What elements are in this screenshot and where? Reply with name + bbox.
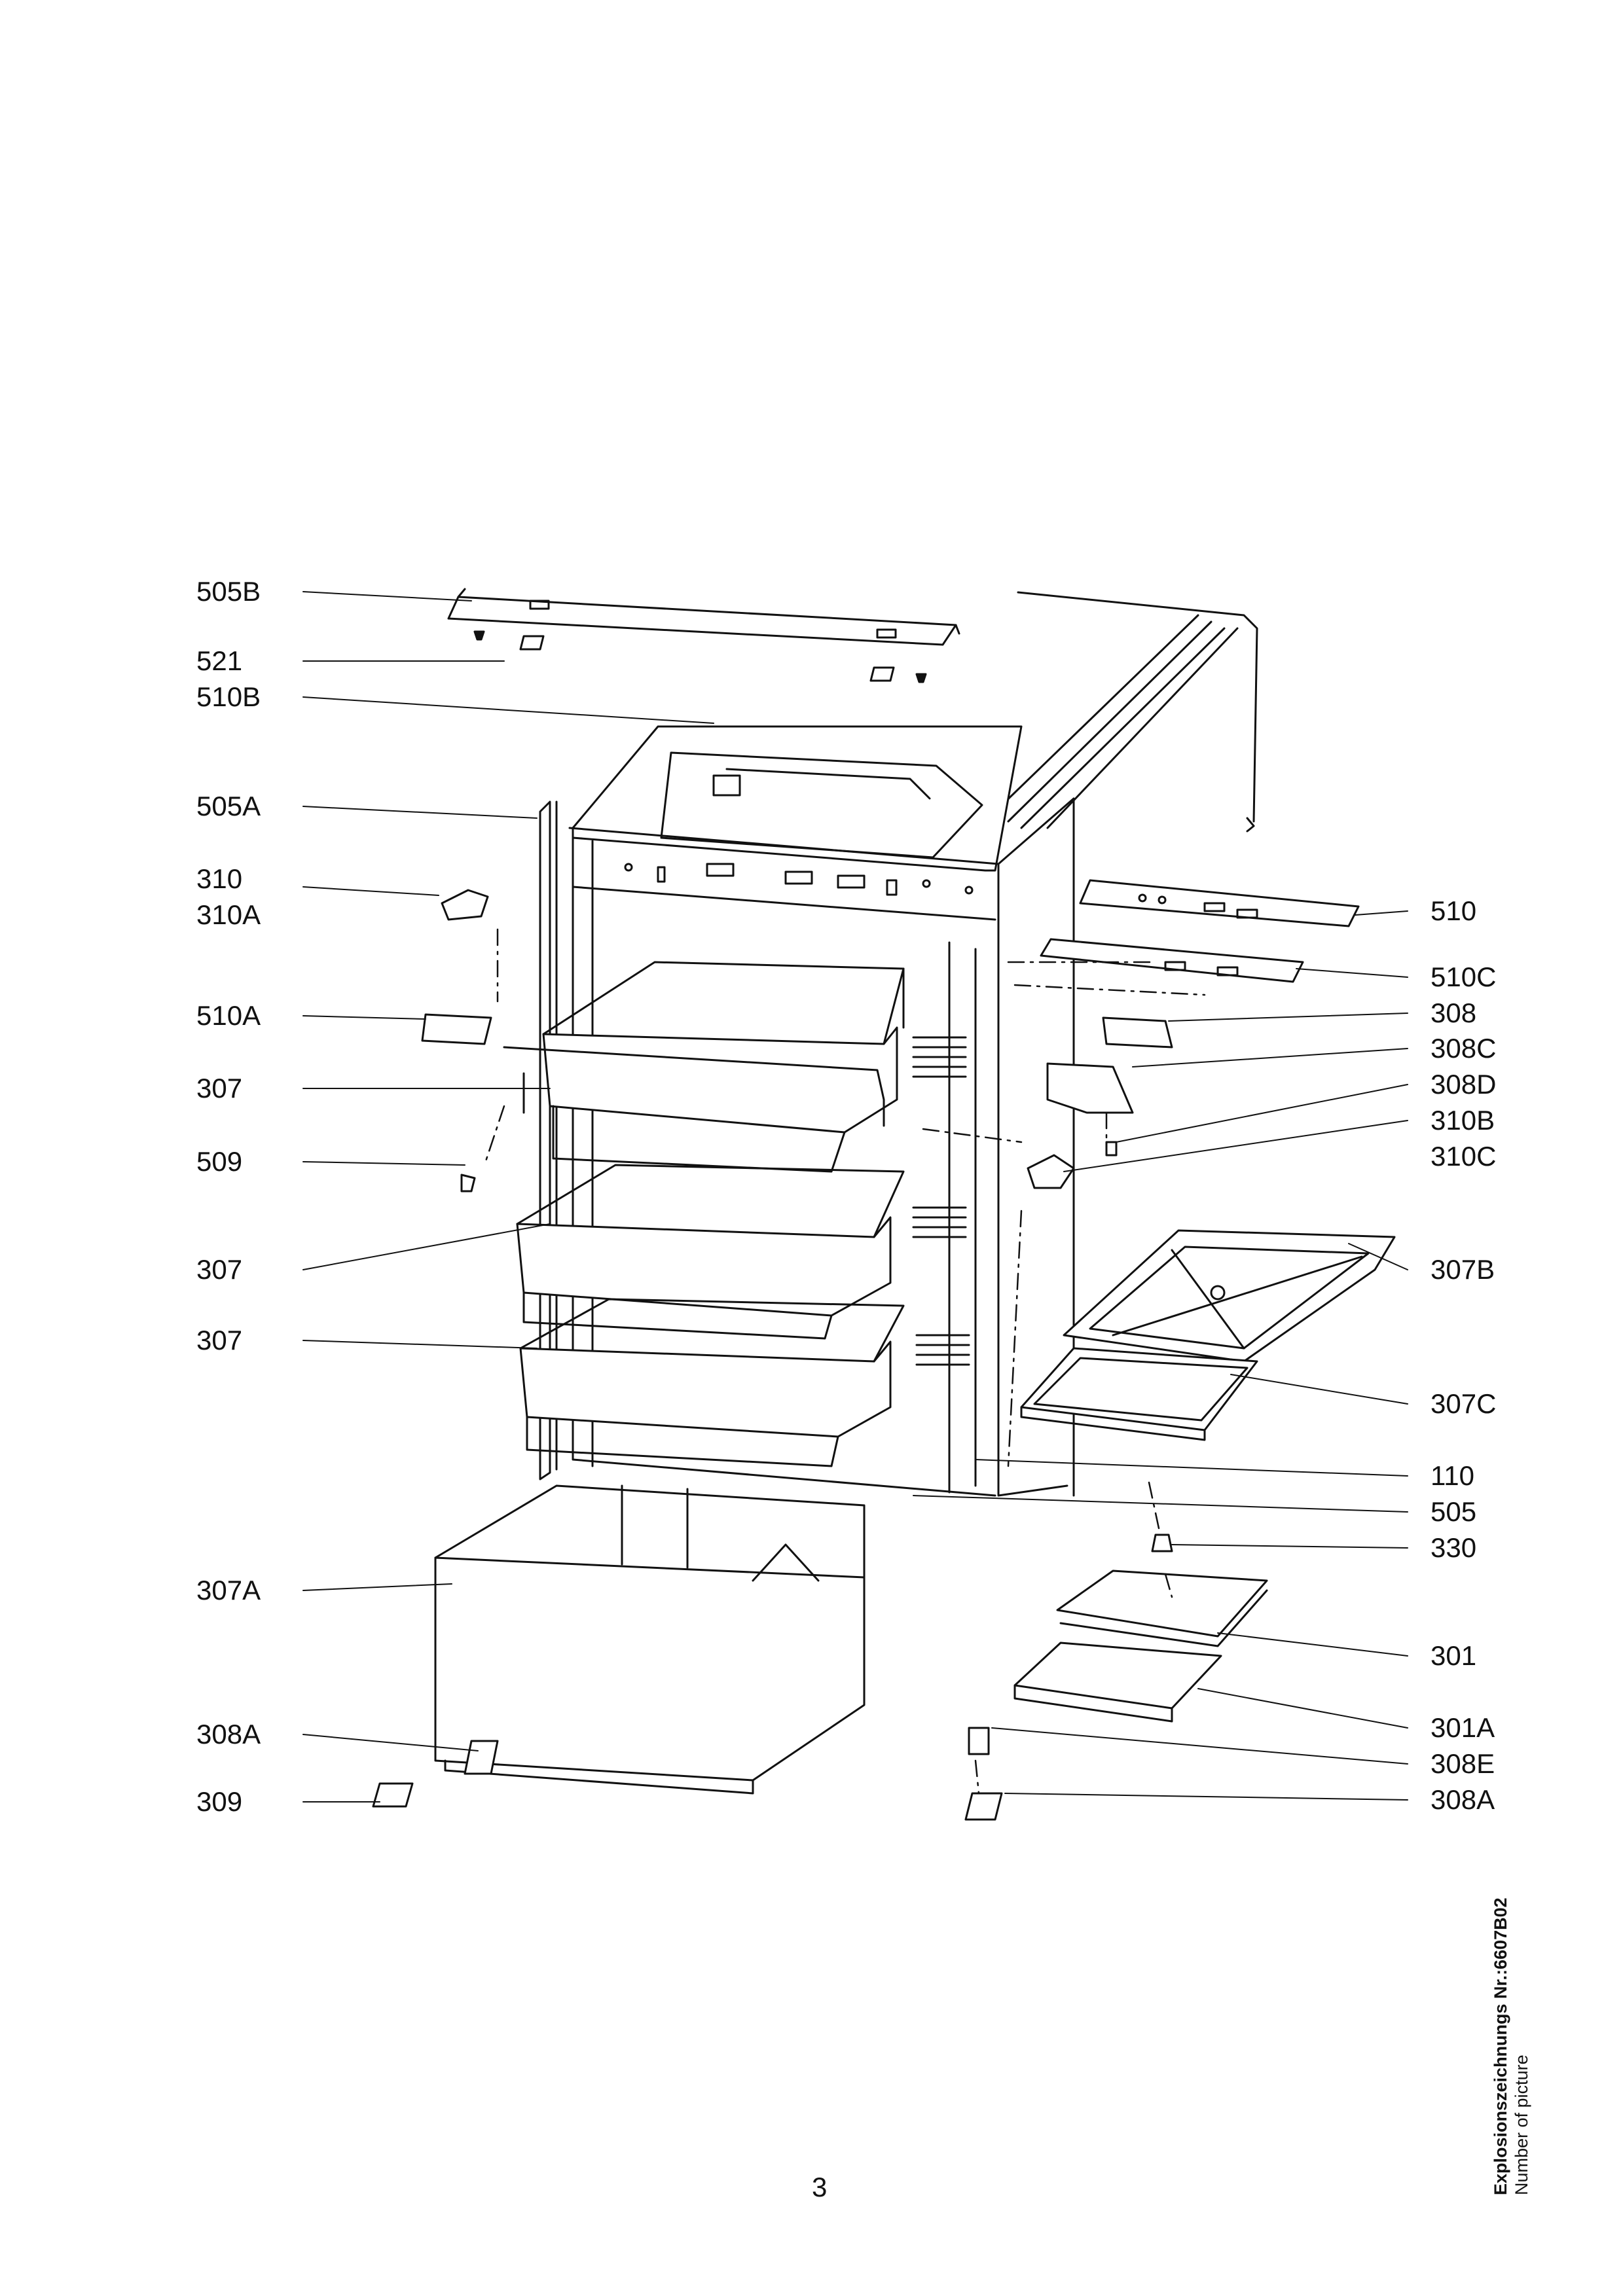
drawer-3-part [520, 1299, 903, 1466]
callout-label-307A: 307A [196, 1575, 261, 1605]
callout-label-310B: 310B [1431, 1105, 1495, 1136]
drawing-number-caption: Explosionszeichnungs Nr.:6607B02 Number … [1490, 1897, 1532, 2195]
callout-label-307B: 307B [1431, 1254, 1495, 1285]
picture-number-text: Number of picture [1512, 2054, 1531, 2195]
callout-label-510: 510 [1431, 895, 1477, 926]
callout-label-310A: 310A [196, 899, 261, 930]
callout-label-308C: 308C [1431, 1033, 1497, 1064]
bottom-drawer-part [435, 1486, 864, 1793]
callout-label-308A-left: 308A [196, 1719, 261, 1749]
callout-label-505: 505 [1431, 1496, 1477, 1527]
callout-label-308D: 308D [1431, 1069, 1497, 1100]
glass-shelf-part [1021, 1230, 1395, 1440]
callout-label-110: 110 [1431, 1460, 1474, 1491]
callout-label-307-a: 307 [196, 1073, 243, 1103]
callout-label-310: 310 [196, 863, 243, 894]
drawing-number-text: Explosionszeichnungs Nr.:6607B02 [1491, 1897, 1510, 2195]
hinge-rail-part [1041, 880, 1359, 982]
page-number: 3 [812, 2172, 828, 2202]
callout-label-307-c: 307 [196, 1325, 243, 1355]
callout-label-308A-right: 308A [1431, 1784, 1495, 1815]
callout-label-307-b: 307 [196, 1254, 243, 1285]
callout-label-505B: 505B [196, 576, 261, 607]
callout-label-330: 330 [1431, 1532, 1477, 1563]
callout-label-509: 509 [196, 1146, 243, 1177]
callout-label-510C: 510C [1431, 961, 1497, 992]
callout-label-510B: 510B [196, 681, 261, 712]
top-cover-part [448, 589, 959, 682]
callout-label-307C: 307C [1431, 1388, 1497, 1419]
callout-label-301A: 301A [1431, 1712, 1495, 1743]
drawer-1-part [504, 962, 903, 1172]
leader-lines [303, 592, 1408, 1802]
callout-label-301: 301 [1431, 1640, 1477, 1671]
hinge-parts [422, 890, 1172, 1191]
callout-label-308: 308 [1431, 997, 1477, 1028]
construction-lines [484, 929, 1205, 1793]
cabinet-back-part [995, 592, 1257, 831]
ice-tray-part [373, 1535, 1267, 1820]
callout-label-510A: 510A [196, 1000, 261, 1031]
callout-label-521: 521 [196, 645, 243, 676]
drawer-2-part [517, 1165, 903, 1338]
callout-label-309: 309 [196, 1786, 243, 1817]
callout-label-505A: 505A [196, 791, 261, 821]
callout-label-308E: 308E [1431, 1748, 1495, 1779]
shelf-rack-part [913, 1037, 969, 1365]
callout-label-310C: 310C [1431, 1141, 1497, 1172]
